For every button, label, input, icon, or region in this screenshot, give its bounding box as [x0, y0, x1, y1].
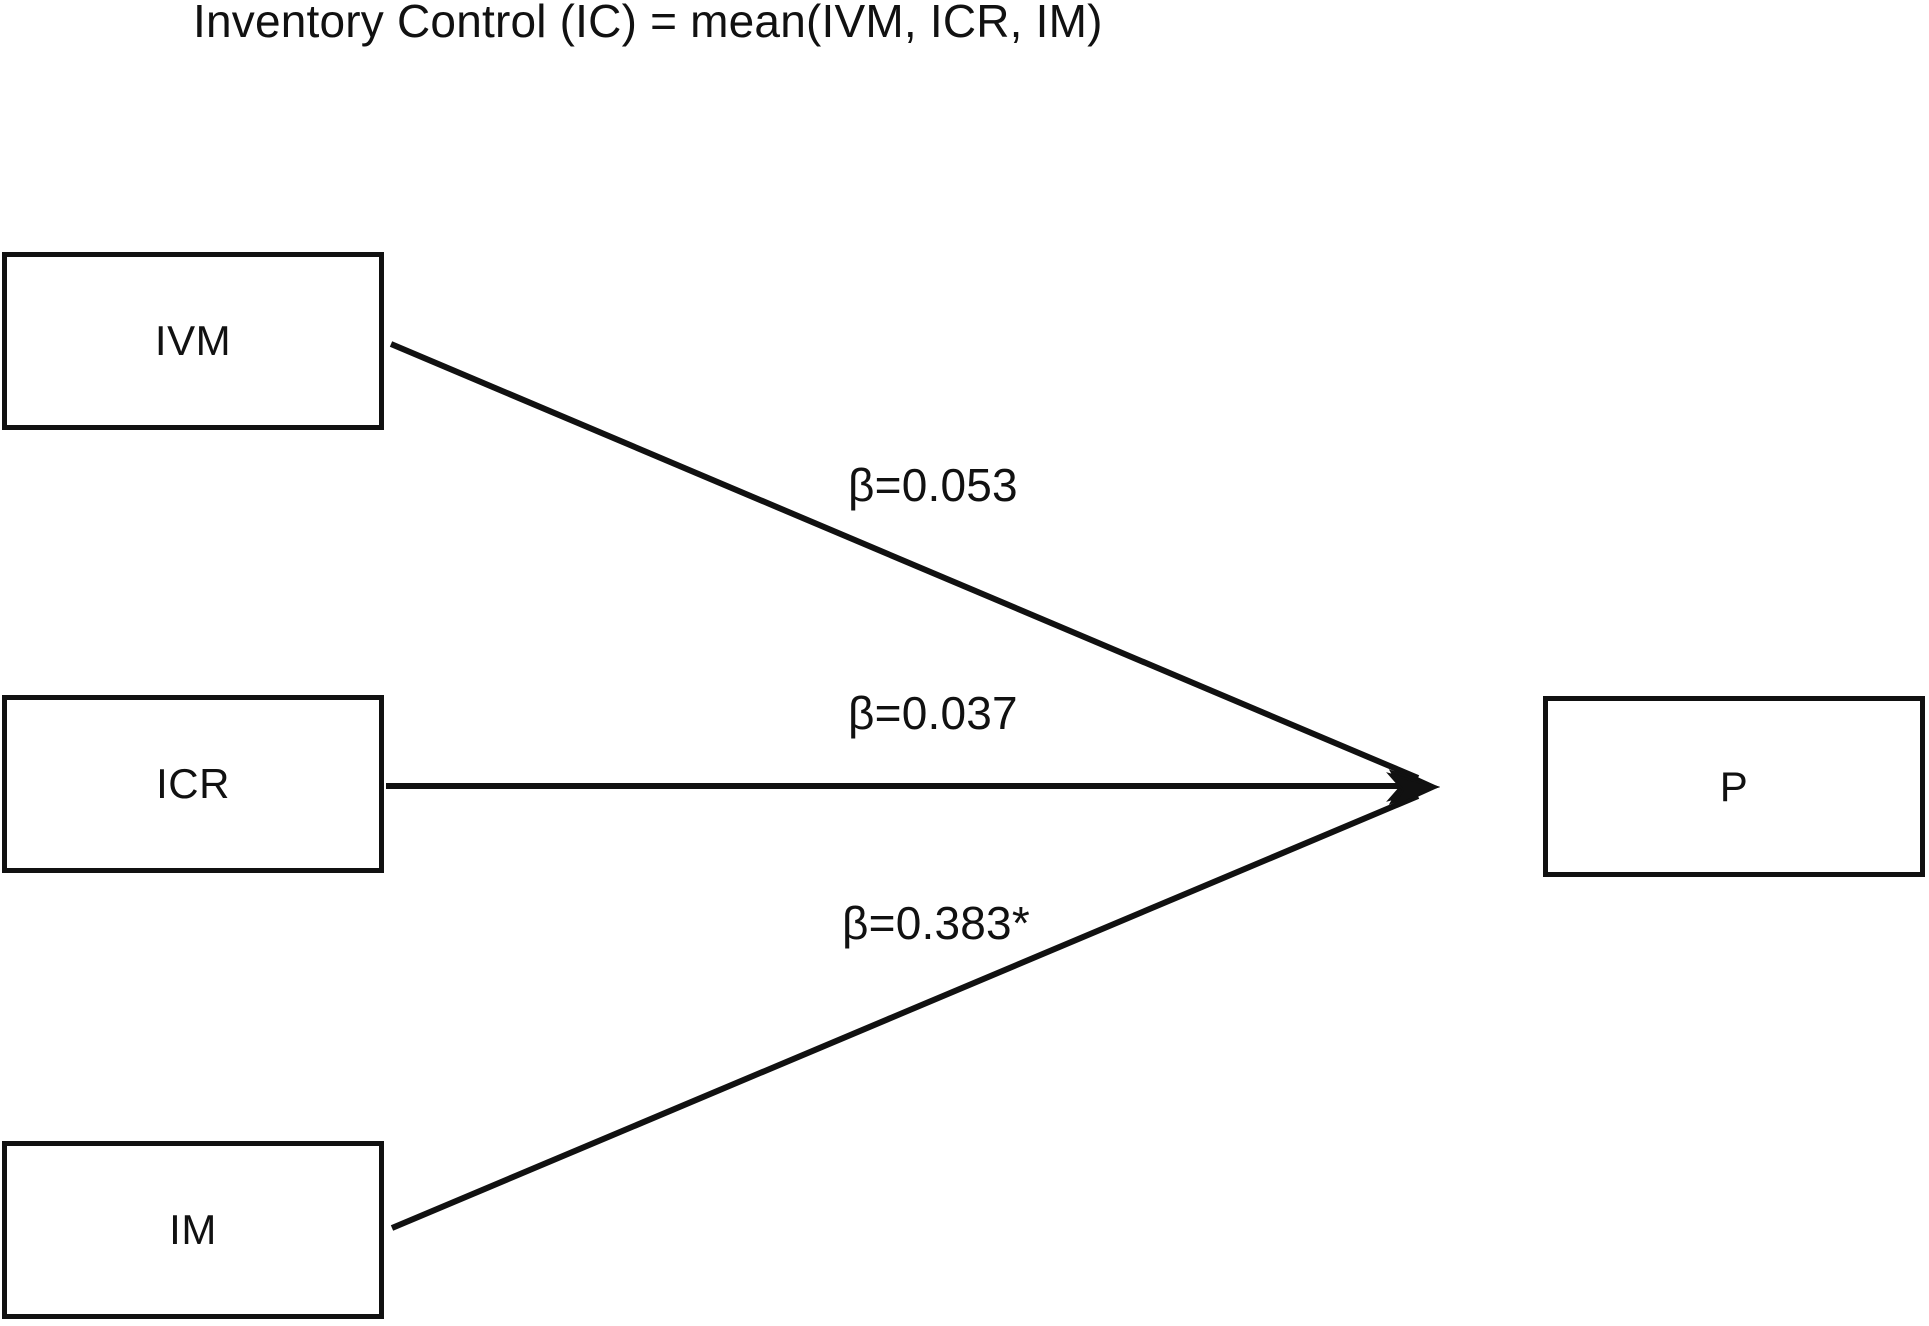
edge-label-im-to-p: β=0.383*: [842, 897, 1030, 949]
node-ivm-label: IVM: [154, 317, 232, 364]
edge-im-to-p: [390, 772, 1440, 1231]
node-im-label: IM: [169, 1206, 217, 1253]
edge-label-ivm-to-p: β=0.053: [848, 459, 1018, 511]
node-ivm[interactable]: IVM: [2, 252, 384, 430]
node-icr[interactable]: ICR: [2, 695, 384, 873]
figure-title: Inventory Control (IC) = mean(IVM, ICR, …: [193, 0, 1103, 47]
edge-icr-to-p-arrowhead: [1388, 769, 1441, 805]
edge-im-to-p-arrowhead: [1386, 772, 1440, 810]
edge-im-to-p-line: [390, 793, 1420, 1231]
node-im[interactable]: IM: [2, 1141, 384, 1319]
edge-label-icr-to-p: β=0.037: [848, 687, 1018, 739]
node-icr-label: ICR: [156, 760, 230, 807]
node-p[interactable]: P: [1543, 696, 1925, 877]
edge-icr-to-p: [386, 769, 1441, 805]
edge-ivm-to-p-arrowhead: [1386, 764, 1440, 802]
node-p-label: P: [1719, 762, 1749, 810]
